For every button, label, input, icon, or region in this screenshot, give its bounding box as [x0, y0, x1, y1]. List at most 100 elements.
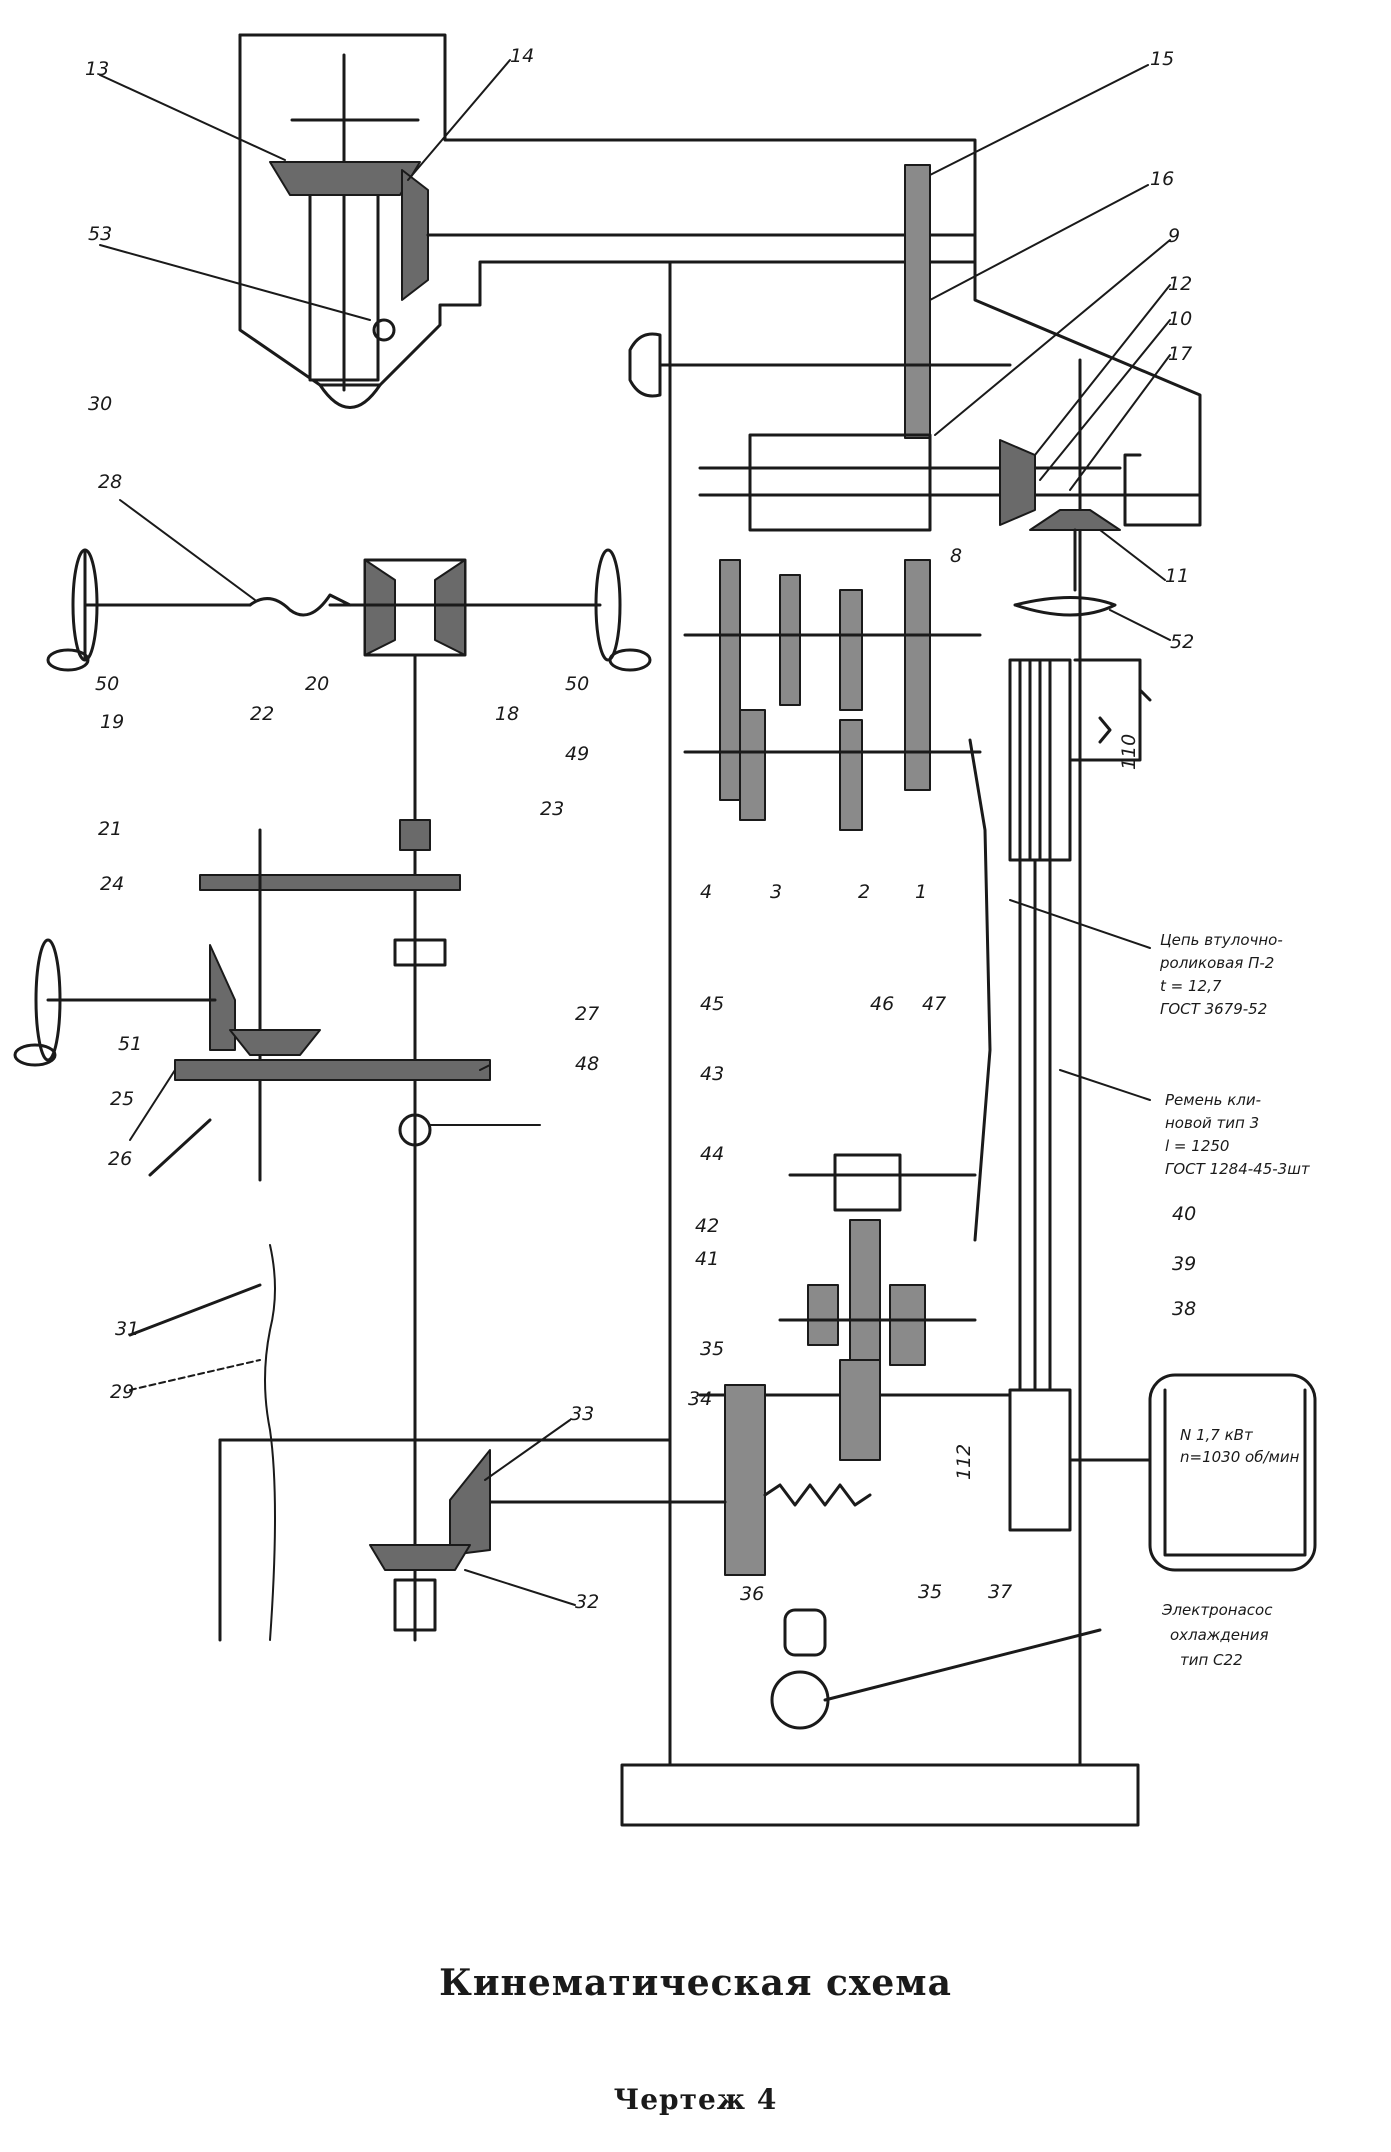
column-break	[264, 1244, 276, 1641]
label-34: 34	[688, 1388, 712, 1410]
bevel-gear-18	[434, 559, 466, 656]
label-20: 20	[305, 673, 329, 695]
label-22: 22	[250, 703, 274, 725]
motor-note-line-2: n=1030 об/мин	[1180, 1448, 1300, 1466]
label-17: 17	[1168, 343, 1192, 365]
label-38: 38	[1172, 1298, 1196, 1320]
motor-note-line-1: N 1,7 кВт	[1180, 1426, 1254, 1444]
base-plate	[620, 1763, 1140, 1827]
label-21: 21	[98, 818, 122, 840]
quill-rack-15	[904, 164, 931, 439]
label-9: 9	[1168, 225, 1180, 247]
label-35-top: 35	[700, 1338, 724, 1360]
label-49: 49	[565, 743, 589, 765]
motor-cap-left	[628, 332, 662, 398]
label-29: 29	[110, 1381, 134, 1403]
label-37: 37	[988, 1581, 1012, 1603]
label-110: 110	[1118, 734, 1140, 770]
label-52: 52	[1170, 631, 1194, 653]
bevel-gear-14	[401, 169, 429, 301]
chain-note-line-2: роликовая П-2	[1159, 954, 1274, 972]
lever-53	[372, 318, 396, 342]
gear-block-3	[739, 709, 766, 821]
label-36: 36	[740, 1583, 764, 1605]
electric-motor-body	[1148, 1373, 1317, 1572]
gear-block-1	[904, 559, 931, 791]
bevel-gear-11	[1029, 509, 1121, 531]
label-12: 12	[1168, 273, 1192, 295]
cable-28	[248, 593, 352, 617]
coolant-pump-body	[783, 1608, 827, 1657]
label-51: 51	[118, 1033, 142, 1055]
label-27: 27	[575, 1003, 599, 1025]
bevel-gear-33	[449, 1449, 491, 1556]
label-8: 8	[950, 545, 962, 567]
pump-note-line-3: тип С22	[1180, 1651, 1243, 1669]
gear-39-40	[889, 1284, 926, 1366]
bevel-gear-25	[229, 1029, 321, 1056]
label-39: 39	[1172, 1253, 1196, 1275]
label-10: 10	[1168, 308, 1192, 330]
bevel-gear-24	[209, 944, 236, 1051]
spindle-nose	[318, 383, 382, 409]
chain-note-line-1: Цепь втулочно-	[1160, 931, 1283, 949]
gear-37-38	[839, 1359, 881, 1461]
label-18: 18	[495, 703, 519, 725]
label-24: 24	[100, 873, 124, 895]
label-50-left: 50	[95, 673, 119, 695]
label-25: 25	[110, 1088, 134, 1110]
gear-block-4	[719, 559, 741, 801]
label-33: 33	[570, 1403, 594, 1425]
gear-block-x	[779, 574, 801, 706]
spindle-head-housing	[238, 33, 1202, 527]
label-112: 112	[953, 1444, 975, 1480]
spec-notes: Цепь втулочно- роликовая П-2 t = 12,7 ГО…	[1159, 931, 1311, 1669]
label-4: 4	[700, 881, 712, 903]
bevel-gear-13	[269, 161, 421, 196]
label-30: 30	[88, 393, 112, 415]
handwheel-50-right	[594, 548, 622, 662]
belt-pulley-lower	[1008, 1388, 1072, 1532]
figure-title: Кинематическая схема	[439, 1962, 952, 2004]
gear-block-2a	[839, 589, 863, 711]
label-28: 28	[98, 471, 122, 493]
pump-note-line-2: охлаждения	[1170, 1626, 1269, 1644]
gear-43-44	[849, 1219, 881, 1361]
gear-41	[807, 1284, 839, 1346]
belt-note-line-1: Ремень кли-	[1165, 1091, 1261, 1109]
label-35-bottom: 35	[918, 1581, 942, 1603]
label-41: 41	[695, 1248, 719, 1270]
bevel-gear-12	[999, 439, 1036, 526]
gear-22-23	[199, 874, 461, 891]
belt-note-line-3: l = 1250	[1165, 1137, 1229, 1155]
label-26: 26	[108, 1148, 132, 1170]
coolant-pump-wheel	[770, 1670, 830, 1730]
chain-note-line-4: ГОСТ 3679-52	[1160, 1000, 1267, 1018]
gear-block-2b	[839, 719, 863, 831]
label-44: 44	[700, 1143, 724, 1165]
head-housing-left	[238, 33, 672, 387]
part-labels: 13 14 53 30 28 50 19 20 18 50 22 49 23 2…	[85, 45, 1196, 1613]
label-43: 43	[700, 1063, 724, 1085]
label-3: 3	[770, 881, 782, 903]
gear-27	[174, 1059, 491, 1081]
pump-note-line-1: Электронасос	[1161, 1601, 1273, 1619]
label-16: 16	[1150, 168, 1174, 190]
label-40: 40	[1172, 1203, 1196, 1225]
belt-note-line-2: новой тип 3	[1165, 1114, 1259, 1132]
chain-note-line-3: t = 12,7	[1160, 977, 1222, 995]
spindle-sleeve	[748, 433, 932, 532]
label-15: 15	[1150, 48, 1174, 70]
label-46: 46	[870, 993, 894, 1015]
bevel-gear-20	[364, 559, 396, 656]
handwheel-knob-50a	[46, 648, 90, 672]
label-14: 14	[510, 45, 534, 67]
label-2: 2	[858, 881, 870, 903]
kinematic-scheme-drawing: 13 14 53 30 28 50 19 20 18 50 22 49 23 2…	[13, 33, 1317, 1827]
bevel-gear-32	[369, 1544, 471, 1571]
label-50-right: 50	[565, 673, 589, 695]
label-13: 13	[85, 58, 109, 80]
figure-subtitle: Чертеж 4	[613, 2083, 778, 2116]
label-53: 53	[88, 223, 112, 245]
label-48: 48	[575, 1053, 599, 1075]
